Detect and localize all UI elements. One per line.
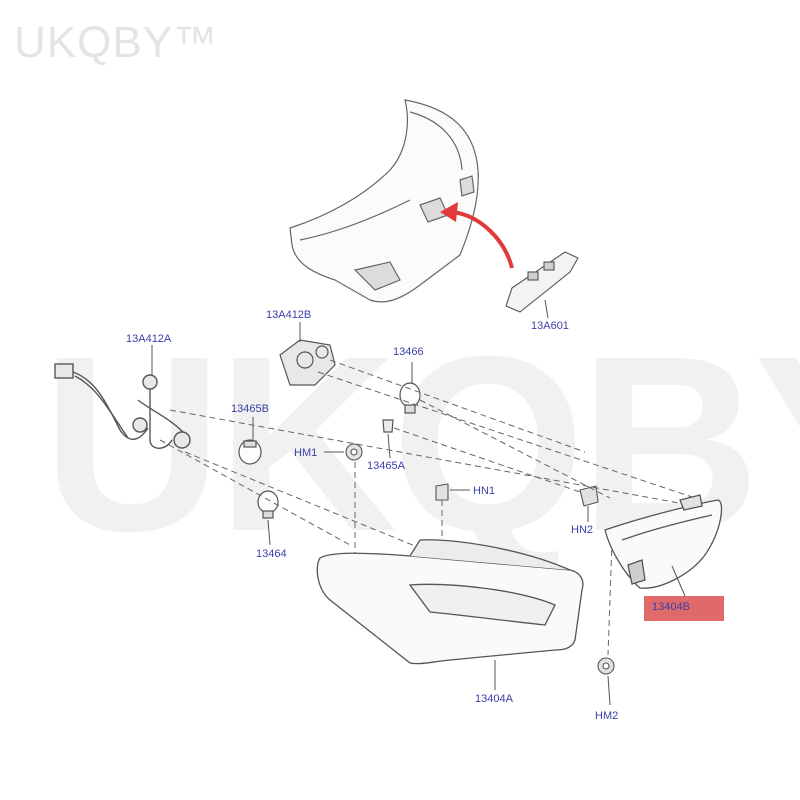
label-HM2: HM2: [595, 710, 619, 722]
assembly-lines: [159, 359, 696, 656]
label-13A412A: 13A412A: [126, 333, 172, 345]
bulb-13464: [257, 490, 279, 519]
label-13404A: 13404A: [475, 693, 513, 705]
screw-HN1: [435, 483, 449, 501]
label-HN2: HN2: [571, 524, 594, 536]
label-13466: 13466: [393, 346, 424, 358]
label-13A601: 13A601: [531, 320, 569, 332]
label-13465B: 13465B: [231, 403, 269, 415]
label-13A412B: 13A412B: [266, 309, 312, 321]
trunk-lid: [289, 99, 479, 303]
socket-13A412B: [279, 339, 336, 386]
wiring-harness-13A412A: [54, 363, 191, 449]
highlight-box-13404B: [644, 596, 724, 621]
bulb-13465A: [382, 419, 394, 433]
label-HN1: HN1: [473, 485, 496, 497]
red-arrow-icon: [440, 202, 514, 269]
bulb-13465B: [238, 439, 262, 465]
label-13465A: 13465A: [367, 460, 405, 472]
label-13404B: 13404B: [652, 601, 690, 613]
nut-HM2: [597, 657, 615, 675]
clip-HN2: [579, 485, 599, 507]
nut-HM1: [345, 443, 363, 461]
tail-lamp-13404A: [316, 539, 584, 665]
label-HM1: HM1: [294, 447, 318, 459]
trunk-switch-13A601: [505, 251, 579, 313]
tail-lamp-13404B: [604, 494, 723, 589]
bulb-13466: [399, 382, 421, 414]
watermark-small: UKQBY™: [14, 18, 219, 67]
label-13464: 13464: [256, 548, 287, 560]
